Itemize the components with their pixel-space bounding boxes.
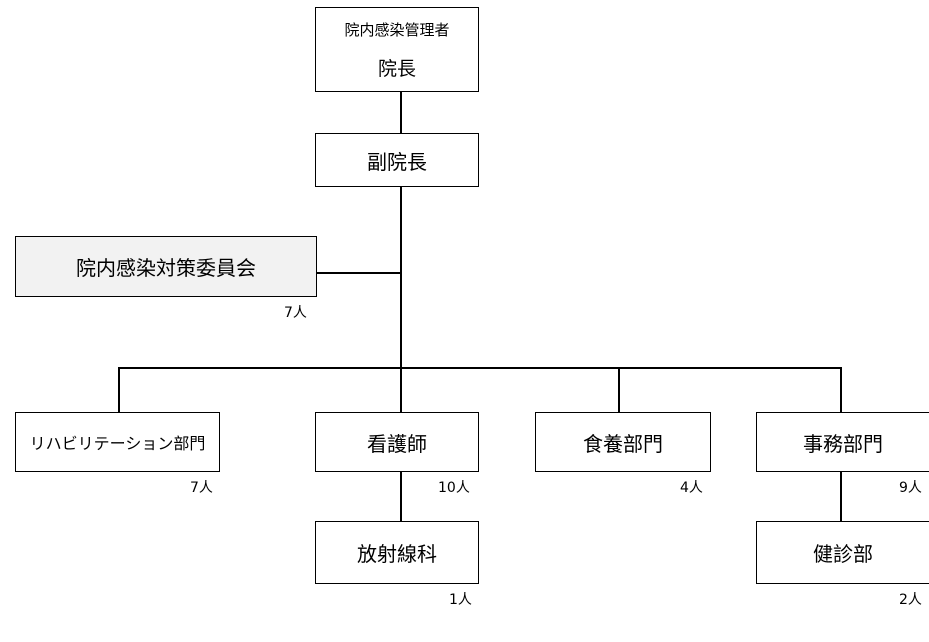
food-dept-count: 4人 [680,480,703,496]
connector-main-trunk [400,186,402,368]
rehabilitation-dept-box: リハビリテーション部門 [15,412,220,472]
radiology-box: 放射線科 [315,521,479,584]
health-checkup-count: 2人 [899,592,922,608]
director-role-label: 院内感染管理者 [344,20,450,39]
radiology-count: 1人 [449,592,472,608]
radiology-label: 放射線科 [357,542,437,566]
infection-committee-count: 7人 [284,305,307,321]
food-dept-box: 食養部門 [535,412,711,472]
nursing-box: 看護師 [315,412,479,472]
nursing-label: 看護師 [367,431,427,456]
health-checkup-label: 健診部 [813,542,873,566]
connector-admin-checkup [840,472,842,522]
connector-drop-nursing [400,367,402,413]
connector-horizontal-bus [118,367,842,369]
director-box: 院内感染管理者 院長 [315,7,479,92]
nursing-count: 10人 [438,480,470,496]
connector-nursing-radiology [400,472,402,522]
admin-dept-count: 9人 [899,480,922,496]
connector-committee [316,272,402,274]
admin-dept-box: 事務部門 [756,412,929,472]
infection-committee-box: 院内感染対策委員会 [15,236,317,297]
rehabilitation-dept-label: リハビリテーション部門 [29,434,206,453]
admin-dept-label: 事務部門 [803,431,883,456]
health-checkup-box: 健診部 [756,521,929,584]
rehabilitation-dept-count: 7人 [190,480,213,496]
connector-drop-admin [840,367,842,413]
vice-director-label: 副院長 [367,149,427,174]
infection-committee-label: 院内感染対策委員会 [76,256,256,280]
vice-director-box: 副院長 [315,133,479,187]
connector-top-vice [400,91,402,134]
connector-drop-food [618,367,620,413]
connector-drop-rehab [118,367,120,413]
director-title-label: 院長 [377,57,416,80]
food-dept-label: 食養部門 [583,431,663,456]
